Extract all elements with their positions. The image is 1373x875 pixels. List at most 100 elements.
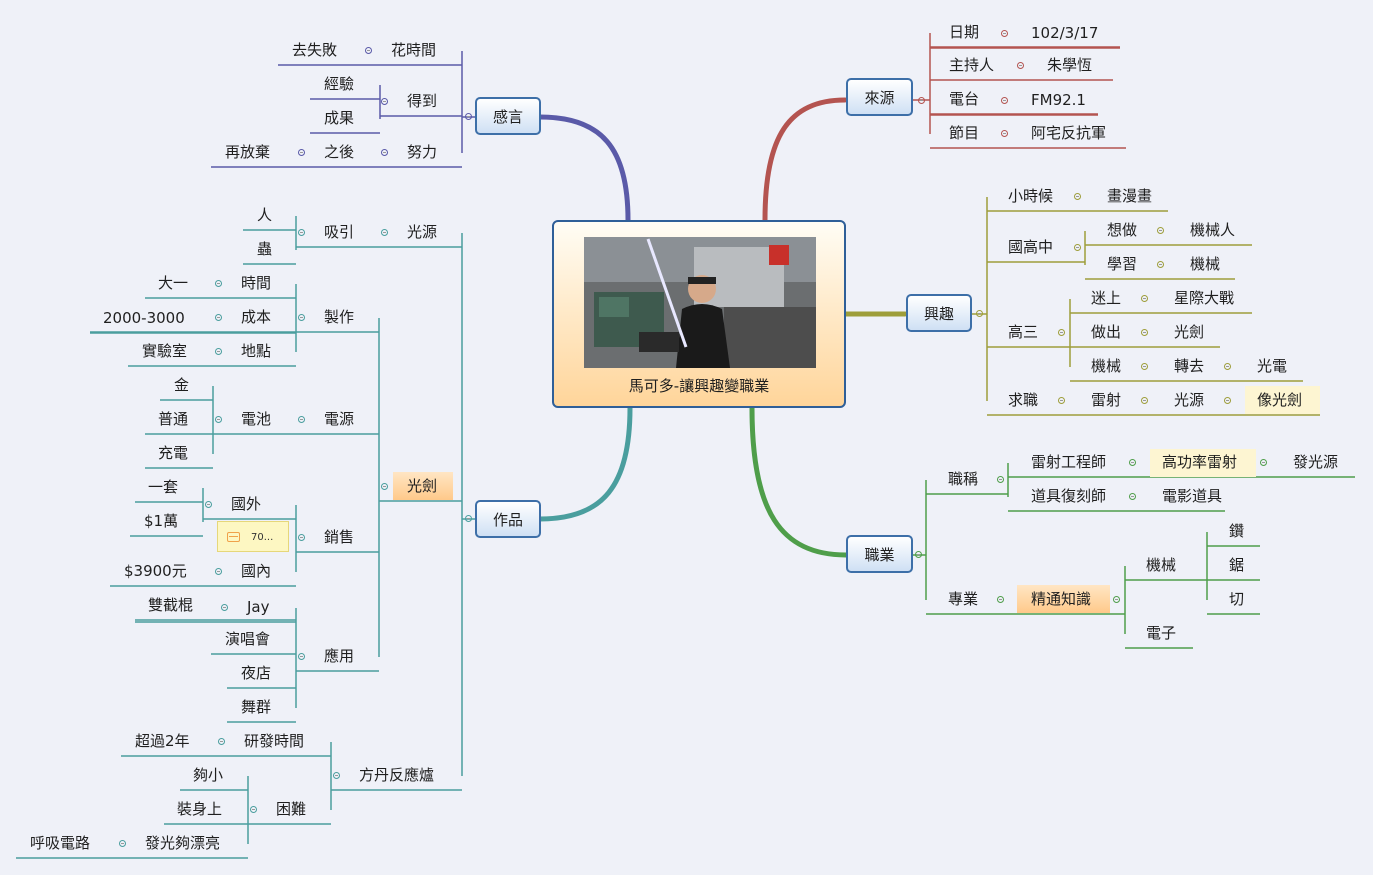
node-s1[interactable]: 日期 [949, 23, 980, 41]
collapse-toggle-icon[interactable] [218, 738, 225, 745]
collapse-toggle-icon[interactable] [215, 568, 222, 575]
node-c1[interactable]: 職稱 [948, 470, 979, 488]
node-w3[interactable]: 方丹反應爐 [359, 766, 435, 784]
node-w3b2[interactable]: 裝身上 [177, 800, 223, 818]
node-c1b1[interactable]: 電影道具 [1162, 487, 1223, 505]
collapse-toggle-icon[interactable] [119, 840, 126, 847]
node-s2[interactable]: 主持人 [949, 56, 995, 74]
node-c2[interactable]: 專業 [948, 590, 979, 608]
collapse-toggle-icon[interactable] [298, 534, 305, 541]
node-i2a1[interactable]: 機械人 [1190, 221, 1236, 239]
collapse-toggle-icon[interactable] [221, 604, 228, 611]
node-c2a1a[interactable]: 鑽 [1229, 522, 1245, 540]
node-i4a[interactable]: 雷射 [1091, 391, 1122, 409]
node-i2b[interactable]: 學習 [1107, 255, 1138, 273]
collapse-toggle-icon[interactable] [365, 47, 372, 54]
node-w2d1v[interactable]: 雙截棍 [148, 596, 194, 614]
node-t3b[interactable]: 再放棄 [225, 143, 271, 161]
node-w3av[interactable]: 超過2年 [135, 732, 190, 750]
node-w2a2[interactable]: 成本 [241, 308, 272, 326]
node-w2d[interactable]: 應用 [324, 647, 355, 665]
node-w2b1[interactable]: 電池 [241, 410, 272, 428]
node-w2a3v[interactable]: 實驗室 [142, 342, 188, 360]
topic-interest[interactable]: 興趣 [906, 294, 972, 332]
collapse-toggle-icon[interactable] [915, 551, 922, 558]
node-c1b[interactable]: 道具復刻師 [1031, 487, 1107, 505]
collapse-toggle-icon[interactable] [1141, 363, 1148, 370]
node-w2b1b[interactable]: 普通 [158, 410, 189, 428]
collapse-toggle-icon[interactable] [1129, 493, 1136, 500]
node-i3c2[interactable]: 光電 [1257, 357, 1288, 375]
collapse-toggle-icon[interactable] [1224, 363, 1231, 370]
node-s4v[interactable]: 阿宅反抗軍 [1031, 124, 1107, 142]
collapse-toggle-icon[interactable] [215, 280, 222, 287]
collapse-toggle-icon[interactable] [1224, 397, 1231, 404]
node-w2d1[interactable]: Jay [247, 598, 270, 616]
node-i1a[interactable]: 畫漫畫 [1107, 187, 1153, 205]
node-s2v[interactable]: 朱學恆 [1047, 56, 1093, 74]
topic-career[interactable]: 職業 [846, 535, 913, 573]
collapse-toggle-icon[interactable] [1017, 62, 1024, 69]
node-t1a[interactable]: 花時間 [391, 41, 437, 59]
node-c2a1c[interactable]: 切 [1229, 590, 1245, 608]
node-t2b[interactable]: 成果 [324, 109, 355, 127]
note-attachment[interactable]: 70... [217, 521, 289, 552]
collapse-toggle-icon[interactable] [298, 416, 305, 423]
node-w2a2v[interactable]: 2000-3000 [103, 309, 185, 327]
collapse-toggle-icon[interactable] [1058, 397, 1065, 404]
node-w2d3[interactable]: 夜店 [241, 664, 272, 682]
collapse-toggle-icon[interactable] [381, 229, 388, 236]
collapse-toggle-icon[interactable] [1074, 193, 1081, 200]
node-c1a1[interactable]: 高功率雷射 [1162, 453, 1238, 471]
topic-works[interactable]: 作品 [475, 500, 541, 538]
node-i4[interactable]: 求職 [1008, 391, 1039, 409]
collapse-toggle-icon[interactable] [1074, 244, 1081, 251]
collapse-toggle-icon[interactable] [250, 806, 257, 813]
collapse-toggle-icon[interactable] [298, 149, 305, 156]
topic-source[interactable]: 來源 [846, 78, 913, 116]
topic-thoughts[interactable]: 感言 [475, 97, 541, 135]
node-i4c[interactable]: 像光劍 [1257, 391, 1303, 409]
collapse-toggle-icon[interactable] [997, 596, 1004, 603]
node-w1a[interactable]: 吸引 [324, 223, 355, 241]
node-i3a[interactable]: 迷上 [1091, 289, 1122, 307]
collapse-toggle-icon[interactable] [1141, 329, 1148, 336]
node-c2a1b[interactable]: 鋸 [1229, 556, 1245, 574]
node-i3c[interactable]: 機械 [1091, 357, 1122, 375]
collapse-toggle-icon[interactable] [1113, 596, 1120, 603]
node-w1a2[interactable]: 蟲 [257, 240, 273, 258]
node-w2a1[interactable]: 時間 [241, 274, 272, 292]
node-w3b3[interactable]: 發光夠漂亮 [145, 834, 221, 852]
collapse-toggle-icon[interactable] [381, 149, 388, 156]
node-i3b[interactable]: 做出 [1091, 323, 1122, 341]
collapse-toggle-icon[interactable] [1001, 97, 1008, 104]
node-i2a[interactable]: 想做 [1107, 221, 1138, 239]
node-w2d4[interactable]: 舞群 [241, 698, 272, 716]
collapse-toggle-icon[interactable] [381, 483, 388, 490]
collapse-toggle-icon[interactable] [215, 314, 222, 321]
collapse-toggle-icon[interactable] [381, 98, 388, 105]
node-w2[interactable]: 光劍 [407, 477, 438, 495]
collapse-toggle-icon[interactable] [1058, 329, 1065, 336]
node-w3b3v[interactable]: 呼吸電路 [30, 834, 91, 852]
collapse-toggle-icon[interactable] [1129, 459, 1136, 466]
collapse-toggle-icon[interactable] [205, 501, 212, 508]
collapse-toggle-icon[interactable] [976, 310, 983, 317]
collapse-toggle-icon[interactable] [1001, 30, 1008, 37]
node-t2[interactable]: 得到 [407, 92, 438, 110]
node-w2a[interactable]: 製作 [324, 308, 355, 326]
node-i3a1[interactable]: 星際大戰 [1174, 289, 1235, 307]
node-w3b1[interactable]: 夠小 [193, 766, 224, 784]
node-w2a3[interactable]: 地點 [241, 342, 272, 360]
node-i1[interactable]: 小時候 [1008, 187, 1054, 205]
node-w3a[interactable]: 研發時間 [244, 732, 305, 750]
collapse-toggle-icon[interactable] [298, 653, 305, 660]
node-c2a2[interactable]: 電子 [1146, 624, 1177, 642]
node-c1a2[interactable]: 發光源 [1293, 453, 1339, 471]
collapse-toggle-icon[interactable] [333, 772, 340, 779]
node-c1a[interactable]: 雷射工程師 [1031, 453, 1107, 471]
node-w2d2[interactable]: 演唱會 [225, 630, 271, 648]
node-w1[interactable]: 光源 [407, 223, 438, 241]
node-t1[interactable]: 去失敗 [292, 41, 338, 59]
collapse-toggle-icon[interactable] [1260, 459, 1267, 466]
